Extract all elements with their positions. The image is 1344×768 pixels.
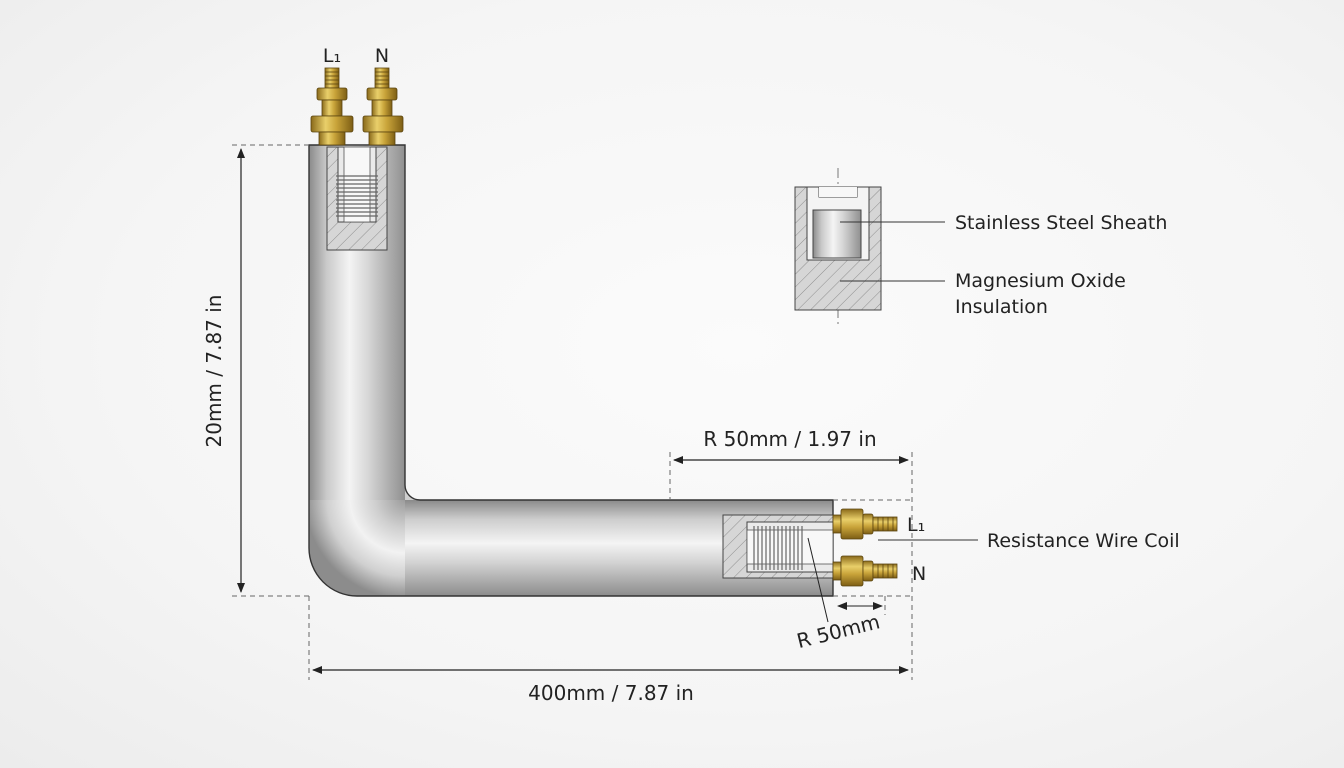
top-n-label: N — [375, 45, 389, 67]
top-terminal-l1 — [310, 67, 354, 146]
height-dimension-label: 20mm / 7.87 in — [202, 295, 226, 448]
right-terminal-n — [832, 555, 898, 587]
length-dimension-label: 400mm / 7.87 in — [528, 681, 694, 705]
tube-outline — [308, 144, 834, 597]
bend-radius-small-label: R 50mm — [794, 609, 882, 653]
callout-leaders — [840, 221, 978, 541]
right-terminal-l1 — [832, 508, 898, 540]
top-terminal-n — [362, 67, 404, 146]
small-radius-leader — [807, 537, 829, 623]
right-n-label: N — [912, 563, 926, 585]
bend-radius-top-label: R 50mm / 1.97 in — [703, 427, 876, 451]
tube-bend — [309, 500, 405, 596]
top-l1-label: L₁ — [323, 45, 341, 67]
cross-section-core — [812, 209, 862, 259]
sheath-callout-label: Stainless Steel Sheath — [955, 212, 1167, 234]
insulation-callout-label-line1: Magnesium Oxide — [955, 270, 1126, 292]
right-l1-label: L₁ — [907, 514, 925, 536]
extension-lines — [232, 144, 913, 680]
top-cutaway-section — [326, 146, 388, 251]
right-resistance-coil — [753, 526, 803, 570]
cross-section-detail — [794, 186, 882, 311]
insulation-callout-label-line2: Insulation — [955, 296, 1048, 318]
right-cutaway-section — [722, 514, 834, 579]
top-resistance-coil — [336, 175, 378, 217]
coil-callout-label: Resistance Wire Coil — [987, 530, 1180, 552]
